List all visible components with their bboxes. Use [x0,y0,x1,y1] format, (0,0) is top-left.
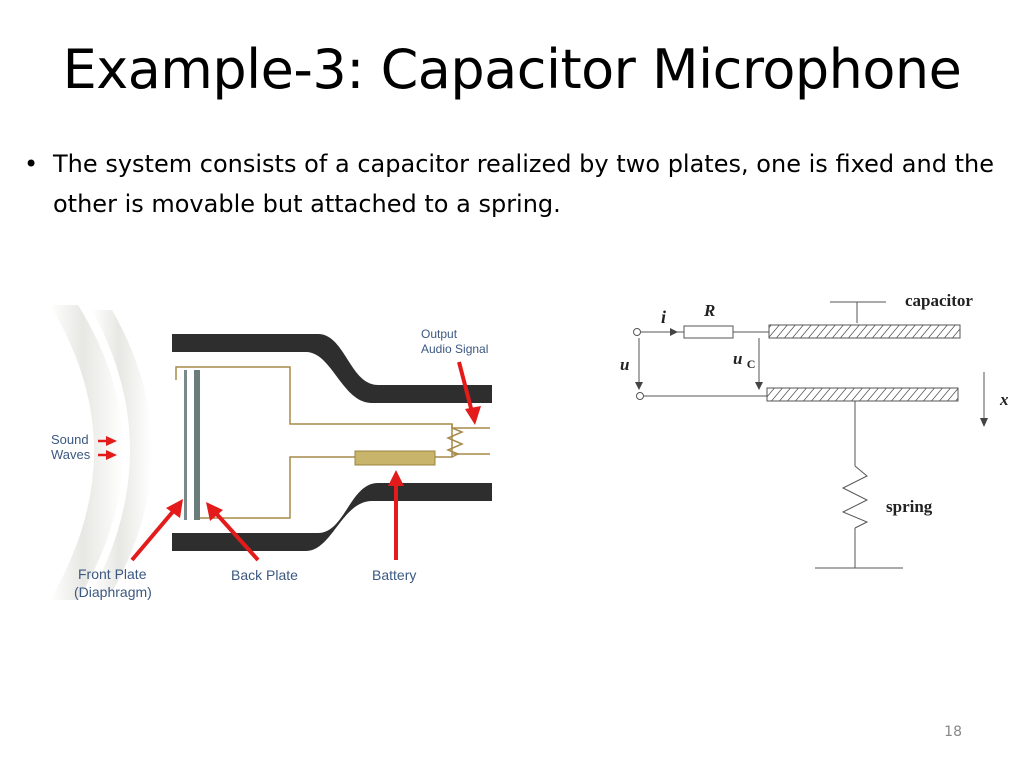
label-resistor-r: R [703,301,715,320]
resistor-r [683,325,734,339]
label-output-line2: Audio Signal [421,342,488,356]
mic-bottom-shell [172,483,492,551]
page-number: 18 [944,724,962,740]
label-back-plate: Back Plate [231,567,298,583]
label-sound-waves-line2: Waves [51,447,91,462]
label-spring: spring [886,497,933,516]
spring-zigzag [841,465,869,529]
label-cap-voltage: u C [733,349,755,371]
bullet-text: The system consists of a capacitor reali… [53,150,994,218]
label-cap-voltage-sub: C [747,357,756,371]
label-sound-waves-line1: Sound [51,432,89,447]
terminal-top [633,328,641,336]
label-displacement-x: x [999,390,1009,409]
label-cap-voltage-main: u [733,349,742,368]
front-plate [184,370,187,520]
label-current-i: i [661,307,666,327]
terminal-bottom [636,392,644,400]
capacitor-fixed-plate [768,324,961,339]
label-output-line1: Output [421,327,458,341]
label-arrows [98,361,481,562]
slide-title: Example-3: Capacitor Microphone [62,38,962,101]
schematic-arrows [635,328,988,427]
mic-top-shell [172,334,492,403]
label-front-plate-line1: Front Plate [78,566,147,582]
bullet-point: • The system consists of a capacitor rea… [24,144,994,224]
label-battery: Battery [372,567,416,583]
bullet-marker: • [24,150,39,178]
capacitor-movable-plate [766,387,959,402]
back-plate [194,370,200,520]
label-voltage-u: u [620,355,629,374]
label-capacitor: capacitor [905,291,973,310]
sound-wave-arcs [50,305,152,600]
circuit-wires [641,301,903,569]
battery-cell [354,450,436,466]
label-front-plate-line2: (Diaphragm) [74,584,152,600]
